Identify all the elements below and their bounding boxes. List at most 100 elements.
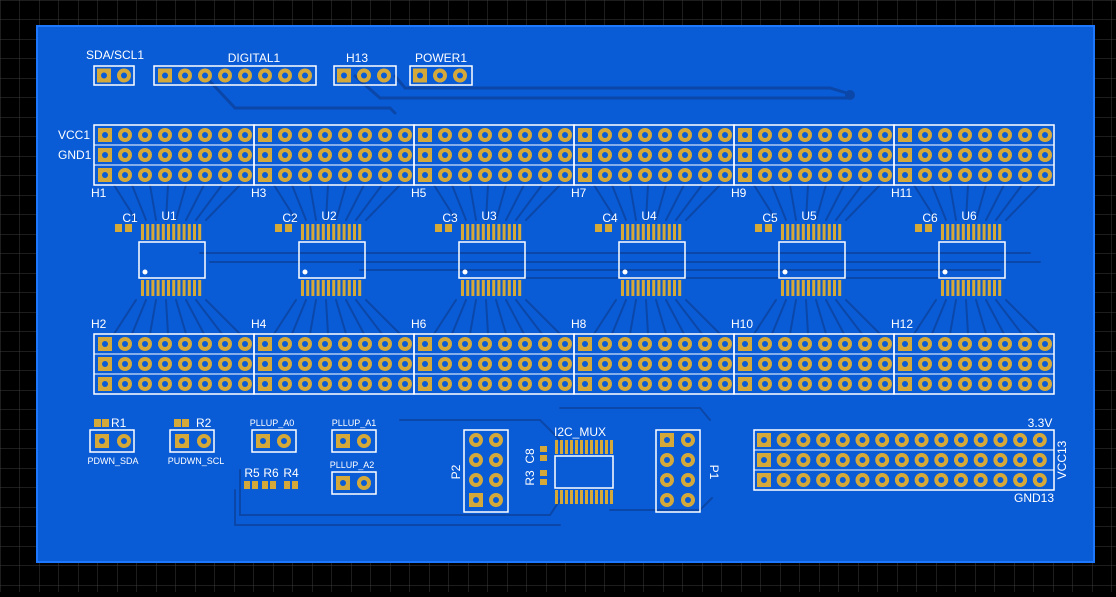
cap-pad [540,455,547,461]
copper-trace [685,184,721,221]
drill-hole [162,132,168,138]
drill-hole [682,152,688,158]
ic-pin [678,280,682,296]
drill-hole [162,341,168,347]
copper-trace [165,184,169,221]
drill-hole [802,341,808,347]
ic-pin [647,280,650,296]
sda-scl-outline [93,65,135,86]
drill-hole [839,437,846,443]
copper-trace [835,299,863,335]
copper-trace [325,184,329,221]
ic-pin [621,224,624,240]
drill-hole [222,72,228,79]
copper-trace [1005,184,1041,221]
drill-hole [862,132,868,138]
drill-hole [1022,132,1028,138]
ic-pin [993,280,996,296]
drill-hole [462,132,468,138]
drill-hole [402,341,408,347]
drill-hole [922,381,928,387]
drill-hole [262,172,268,178]
ic-pin [513,280,516,296]
connector-label-sda-scl: SDA/SCL1 [86,48,144,62]
drill-hole [977,457,984,463]
drill-hole [1002,341,1008,347]
copper-trace [771,184,787,221]
res-pad [102,419,109,427]
drill-hole [482,361,488,367]
drill-hole [182,132,188,138]
drill-hole [202,381,208,387]
drill-hole [362,361,368,367]
copper-trace [185,184,205,221]
drill-hole [842,172,848,178]
ic-pin [332,280,336,296]
res-pad [262,481,268,489]
mux-pin [605,440,608,454]
drill-hole [642,152,648,158]
ic-pin [812,224,816,240]
ic-pin [647,224,650,240]
copper-trace [309,299,317,335]
cap-pad [605,224,612,232]
label-pudwn-scl: PUDWN_SCL [168,456,225,466]
drill-hole [622,132,628,138]
copper-trace [505,299,525,335]
drill-hole [1042,132,1048,138]
mux-pin [585,440,588,454]
mux-pin [585,490,588,504]
drill-hole [202,172,208,178]
drill-hole [879,437,886,443]
ic-pin [791,224,795,240]
drill-hole [882,361,888,367]
drill-hole [542,172,548,178]
drill-hole [260,438,266,444]
cap-pad [115,224,122,232]
copper-trace [665,184,685,221]
ic-pin [327,224,330,240]
mux-pin [590,490,593,504]
drill-hole [102,361,108,367]
drill-hole [473,497,479,503]
drill-hole [582,132,588,138]
drill-hole [493,457,499,463]
drill-hole [102,172,108,178]
copper-trace [629,184,637,221]
drill-hole [977,477,984,483]
drill-hole [222,361,228,367]
copper-trace [611,299,627,335]
header-label: H9 [731,186,747,200]
copper-trace [949,299,957,335]
pad-layer [94,68,1052,507]
cap-pad [435,224,442,232]
drill-hole [938,477,945,483]
drill-hole [622,361,628,367]
drill-hole [242,172,248,178]
mux-pin [565,440,568,454]
ic-pin [786,224,790,240]
drill-hole [802,361,808,367]
drill-hole [322,381,328,387]
ic-pin [833,224,836,240]
cap-pad [755,224,762,232]
copper-trace [629,299,637,335]
drill-hole [820,477,827,483]
cap-pad [765,224,772,232]
drill-hole [442,172,448,178]
drill-hole [922,132,928,138]
drill-hole [802,152,808,158]
drill-hole [502,361,508,367]
ic-pin [497,280,501,296]
drill-hole [1002,381,1008,387]
copper-trace [931,184,947,221]
drill-hole [340,480,346,486]
header-label: H10 [731,317,753,331]
header-label: H6 [411,317,427,331]
ic-pin [342,224,346,240]
drill-hole [282,132,288,138]
ic-pin [167,280,170,296]
connector-label-h13: H13 [346,51,368,65]
copper-trace [469,184,477,221]
